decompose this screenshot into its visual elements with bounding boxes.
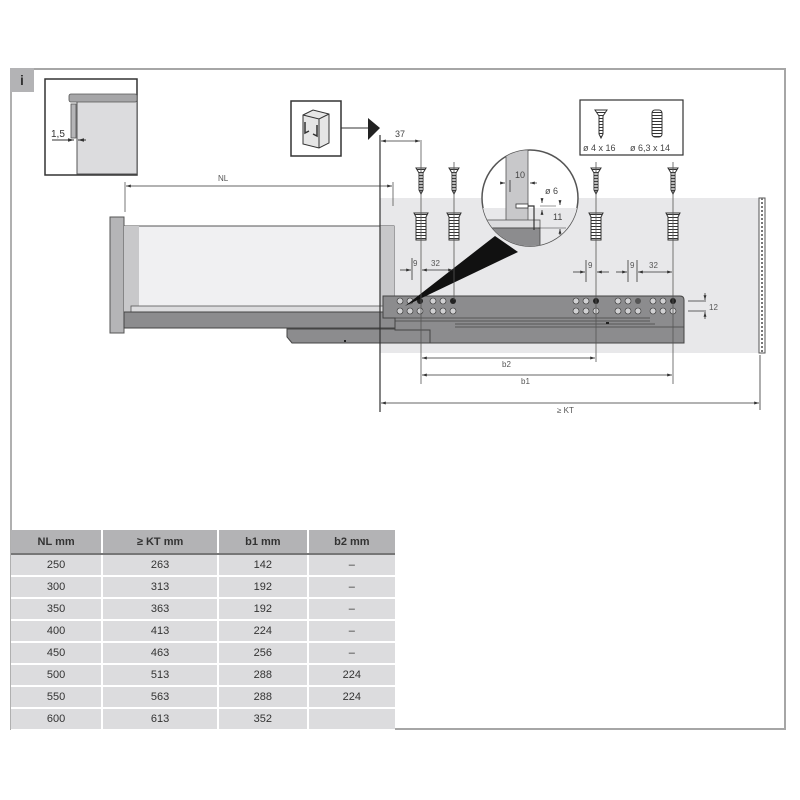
dimension-height-12 xyxy=(688,293,707,319)
offset-37-label: 37 xyxy=(395,129,405,139)
b1-label: b1 xyxy=(521,377,530,386)
cell-nl: 300 xyxy=(11,576,104,599)
cell-b1: 352 xyxy=(217,708,309,731)
magnifier-dim-diameter-6: ø 6 xyxy=(545,186,558,196)
detail-inset: 1,5 xyxy=(44,78,138,176)
table-row: 450 463 256 – xyxy=(11,642,395,665)
cell-kt: 413 xyxy=(102,620,219,643)
cell-b2: – xyxy=(307,598,395,621)
info-badge: i xyxy=(10,68,34,92)
dimensions-table: NL mm ≥ KT mm b1 mm b2 mm 250 263 142 – … xyxy=(11,530,395,731)
table-row: 350 363 192 – xyxy=(11,598,395,621)
cell-b1: 224 xyxy=(217,620,309,643)
table-row: 500 513 288 224 xyxy=(11,664,395,687)
inset-dimension-label: 1,5 xyxy=(51,129,65,140)
cell-b1: 142 xyxy=(217,554,309,577)
screw-legend: ø 4 x 16 ø 6,3 x 14 xyxy=(579,99,684,156)
cell-kt: 563 xyxy=(102,686,219,709)
magnifier-dim-10: 10 xyxy=(515,170,525,180)
table-row: 400 413 224 – xyxy=(11,620,395,643)
drawing-frame xyxy=(10,68,786,730)
cell-b2: – xyxy=(307,576,395,599)
cell-nl: 350 xyxy=(11,598,104,621)
cell-nl: 550 xyxy=(11,686,104,709)
dimension-b2-b1-kt xyxy=(381,355,761,410)
b2-label: b2 xyxy=(502,360,511,369)
cell-b2 xyxy=(307,708,395,731)
header-nl: NL mm xyxy=(11,530,104,555)
cell-b1: 256 xyxy=(217,642,309,665)
cell-kt: 613 xyxy=(102,708,219,731)
magnifier-dim-11: 11 xyxy=(553,212,562,222)
kt-label: ≥ KT xyxy=(557,406,574,415)
cell-kt: 263 xyxy=(102,554,219,577)
cell-nl: 500 xyxy=(11,664,104,687)
header-kt: ≥ KT mm xyxy=(102,530,219,555)
screw-centerlines xyxy=(420,140,674,384)
dimension-nl: NL xyxy=(124,174,394,212)
cell-b2: – xyxy=(307,554,395,577)
cell-nl: 250 xyxy=(11,554,104,577)
cell-b1: 288 xyxy=(217,686,309,709)
cell-b1: 192 xyxy=(217,598,309,621)
cell-nl: 400 xyxy=(11,620,104,643)
dimension-37: 37 xyxy=(381,129,420,143)
table-row: 300 313 192 – xyxy=(11,576,395,599)
cell-kt: 313 xyxy=(102,576,219,599)
nl-label: NL xyxy=(218,174,229,183)
table-row: 250 263 142 – xyxy=(11,554,395,577)
cell-b1: 288 xyxy=(217,664,309,687)
cabinet-icon xyxy=(290,100,380,157)
cabinet-back-wall xyxy=(758,197,766,354)
dimension-spacing-left xyxy=(400,258,453,280)
drawer xyxy=(109,216,431,344)
table-row: 550 563 288 224 xyxy=(11,686,395,709)
drawer-runner xyxy=(382,295,685,344)
cell-kt: 513 xyxy=(102,664,219,687)
spacing-9-right-a-label: 9 xyxy=(588,261,593,270)
cell-nl: 450 xyxy=(11,642,104,665)
screw-size-2: ø 6,3 x 14 xyxy=(630,143,670,153)
cell-b2: 224 xyxy=(307,664,395,687)
spacing-32-right-label: 32 xyxy=(649,261,658,270)
cell-b2: 224 xyxy=(307,686,395,709)
dimension-spacing-right xyxy=(573,260,672,282)
table-header-row: NL mm ≥ KT mm b1 mm b2 mm xyxy=(11,530,395,555)
screw-size-1: ø 4 x 16 xyxy=(583,143,616,153)
cell-b1: 192 xyxy=(217,576,309,599)
height-12-label: 12 xyxy=(709,303,718,312)
cell-kt: 363 xyxy=(102,598,219,621)
cell-kt: 463 xyxy=(102,642,219,665)
header-b2: b2 mm xyxy=(307,530,395,555)
spacing-32-left-label: 32 xyxy=(431,259,440,268)
cell-b2: – xyxy=(307,620,395,643)
spacing-9-right-b-label: 9 xyxy=(630,261,635,270)
table-row: 600 613 352 xyxy=(11,708,395,731)
cell-b2: – xyxy=(307,642,395,665)
cell-nl: 600 xyxy=(11,708,104,731)
header-b1: b1 mm xyxy=(217,530,309,555)
spacing-9-left-label: 9 xyxy=(413,259,418,268)
magnifier-leader xyxy=(405,236,518,306)
